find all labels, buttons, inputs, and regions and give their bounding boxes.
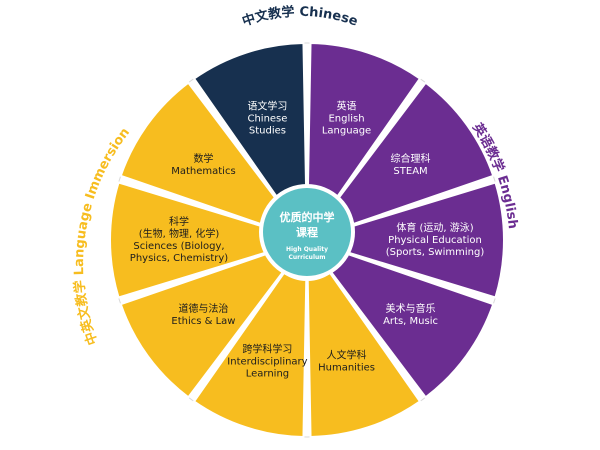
segment-label-line: 体育 (运动, 游泳) [396, 221, 473, 234]
center-title-line2: 课程 [296, 225, 318, 239]
segment-label-line: 美术与音乐 [386, 302, 436, 315]
segment-label-line: Studies [249, 125, 286, 136]
segment-label-line: 道德与法治 [178, 302, 228, 315]
center-hub: 优质的中学 课程 High Quality Curriculum [259, 184, 355, 280]
segment-label-line: 英语 [337, 99, 357, 112]
segment-label-line: Interdisciplinary [227, 357, 307, 368]
segment-label-line: 语文学习 [247, 99, 287, 112]
center-subtitle-line1: High Quality [286, 246, 328, 253]
segment-label-line: STEAM [393, 166, 427, 177]
center-circle [259, 184, 355, 280]
segment-label-line: Physics, Chemistry) [130, 253, 228, 264]
segment-label-line: Chinese [247, 113, 287, 124]
segment-label-line: (生物, 物理, 化学) [139, 227, 220, 240]
segment-label-line: 综合理科 [391, 152, 431, 165]
segment-label-line: Mathematics [171, 166, 235, 177]
segment-label-line: Sciences (Biology, [133, 241, 224, 252]
segment-label-line: English [328, 113, 364, 124]
segment-label-line: Physical Education [388, 235, 482, 246]
segment-label-line: (Sports, Swimming) [386, 247, 485, 258]
label-chinese-group: 中文教学 Chinese [240, 4, 360, 30]
segment-label-line: 科学 [169, 215, 189, 228]
segment-label-line: 人文学科 [327, 349, 367, 362]
segment-label-line: Arts, Music [383, 316, 438, 327]
center-title-line1: 优质的中学 [280, 210, 335, 224]
segment-label-line: Language [322, 125, 371, 136]
segment-label-line: 跨学科学习 [242, 343, 292, 356]
segment-label-line: 数学 [193, 152, 213, 165]
segment-label-line: Ethics & Law [171, 316, 235, 327]
center-subtitle-line2: Curriculum [288, 254, 325, 261]
segment-label: 科学(生物, 物理, 化学)Sciences (Biology,Physics,… [130, 215, 228, 264]
segment-label-line: Learning [246, 369, 289, 380]
segment-label-line: Humanities [318, 363, 375, 374]
segment-label: 体育 (运动, 游泳)Physical Education(Sports, Sw… [386, 221, 485, 258]
